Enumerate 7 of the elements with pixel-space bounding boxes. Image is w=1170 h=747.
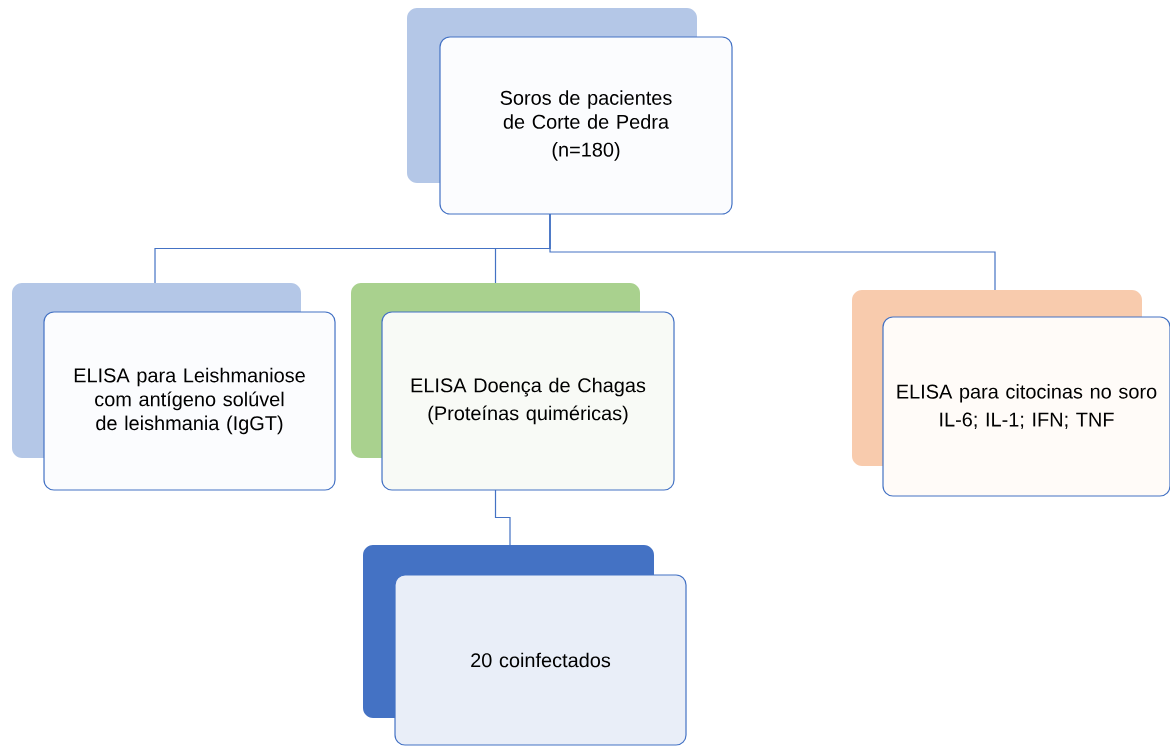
connector-line [549, 213, 996, 291]
process-box: Soros de pacientes de Corte de Pedra (n=180) [407, 8, 733, 215]
process-box: ELISA para Leishmaniose com antígeno solúvel de leishmania (IgGT) [12, 283, 336, 491]
process-box: 20 coinfectados [363, 545, 687, 746]
connector-line [494, 489, 511, 546]
process-box: ELISA Doença de Chagas (Proteínas quiméricas) [351, 283, 675, 491]
process-box: ELISA para citocinas no soro IL-6; IL-1; IFN; TNF [852, 290, 1170, 497]
